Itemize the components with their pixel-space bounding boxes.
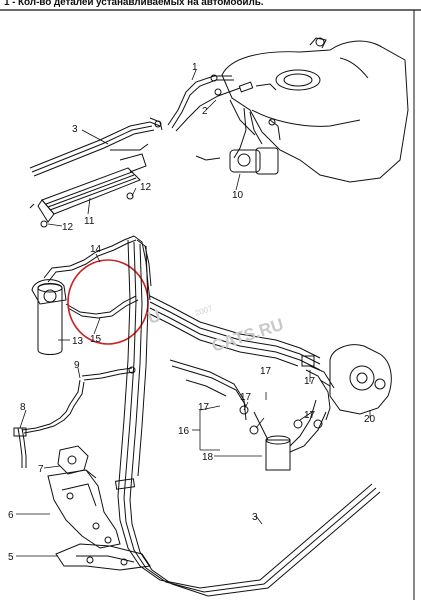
pump-assembly-20 (301, 344, 392, 421)
callout-14: 14 (90, 244, 102, 255)
fuel-filter-18 (239, 399, 327, 471)
callout-3b: 3 (252, 512, 258, 523)
callout-16: 16 (178, 426, 190, 437)
solenoid-valve-10 (195, 107, 281, 175)
callout-17c: 17 (260, 366, 272, 377)
header-note-bar: 1 - Кол-во деталей устанавливаемых на ав… (0, 0, 421, 10)
callout-17d: 17 (304, 376, 316, 387)
callout-20: 20 (364, 414, 376, 425)
watermark-text: CATS.RU (209, 315, 286, 356)
callout-5: 5 (8, 552, 14, 563)
callout-17a: 17 (198, 402, 210, 413)
callout-17b: 17 (240, 392, 252, 403)
callout-9: 9 (74, 360, 80, 371)
pipe-set-3 (29, 117, 163, 177)
heat-exchanger-11 (29, 153, 147, 228)
leader-lines (16, 69, 371, 557)
callout-labels: 1 2 3 5 6 7 8 9 10 11 12 12 13 14 15 16 … (8, 62, 376, 563)
callout-13: 13 (72, 336, 84, 347)
filter-housing-13 (31, 235, 152, 355)
callout-7: 7 (38, 464, 44, 475)
callout-15: 15 (90, 334, 102, 345)
bracket-5 (55, 543, 151, 571)
callout-1: 1 (192, 62, 198, 73)
callout-2: 2 (202, 106, 208, 117)
callout-12b: 12 (62, 222, 74, 233)
callout-3: 3 (72, 124, 78, 135)
callout-18: 18 (202, 452, 214, 463)
callout-8: 8 (20, 402, 26, 413)
callout-11: 11 (84, 216, 95, 227)
hose-8 (13, 427, 27, 468)
header-note: 1 - Кол-во деталей устанавливаемых на ав… (4, 0, 264, 8)
callout-17e: 17 (304, 410, 316, 421)
callout-10: 10 (232, 190, 244, 201)
watermark-prefix: U (145, 306, 163, 328)
callout-12a: 12 (140, 182, 152, 193)
bracket-6 (47, 469, 121, 549)
pipe-9 (21, 366, 136, 434)
callout-6: 6 (8, 510, 14, 521)
pipe-1-2 (167, 74, 277, 132)
fuel-tank (221, 37, 409, 183)
watermark-small: 2007 (194, 304, 214, 318)
fuel-lines-main (114, 239, 381, 597)
